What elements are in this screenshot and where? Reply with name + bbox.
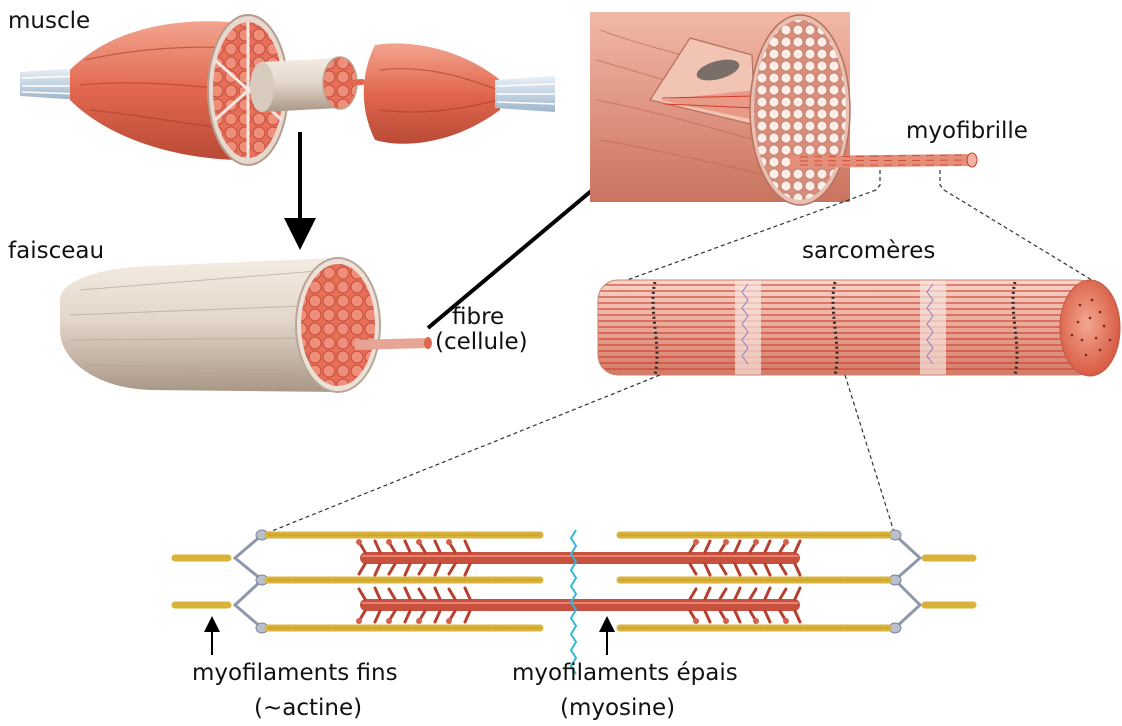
label-cellule: (cellule) (435, 331, 528, 354)
label-thin-filaments: myofilaments fins (192, 662, 398, 685)
label-actin: (~actine) (254, 697, 362, 720)
label-thick-filaments: myofilaments épais (512, 662, 738, 685)
label-myosin: (myosine) (560, 697, 675, 720)
zoom-lines-sarcomere (262, 375, 895, 535)
fascicle-illustration (60, 258, 432, 392)
fiber-illustration (590, 12, 977, 205)
label-faisceau: faisceau (8, 240, 104, 263)
myofilament-array (175, 530, 975, 674)
label-muscle: muscle (8, 10, 90, 33)
label-fibre: fibre (452, 306, 504, 329)
label-myofibrille: myofibrille (906, 120, 1028, 143)
sarcomere-cylinder (598, 280, 1120, 376)
muscle-illustration (20, 15, 555, 165)
label-sarcomeres: sarcomères (802, 240, 935, 263)
